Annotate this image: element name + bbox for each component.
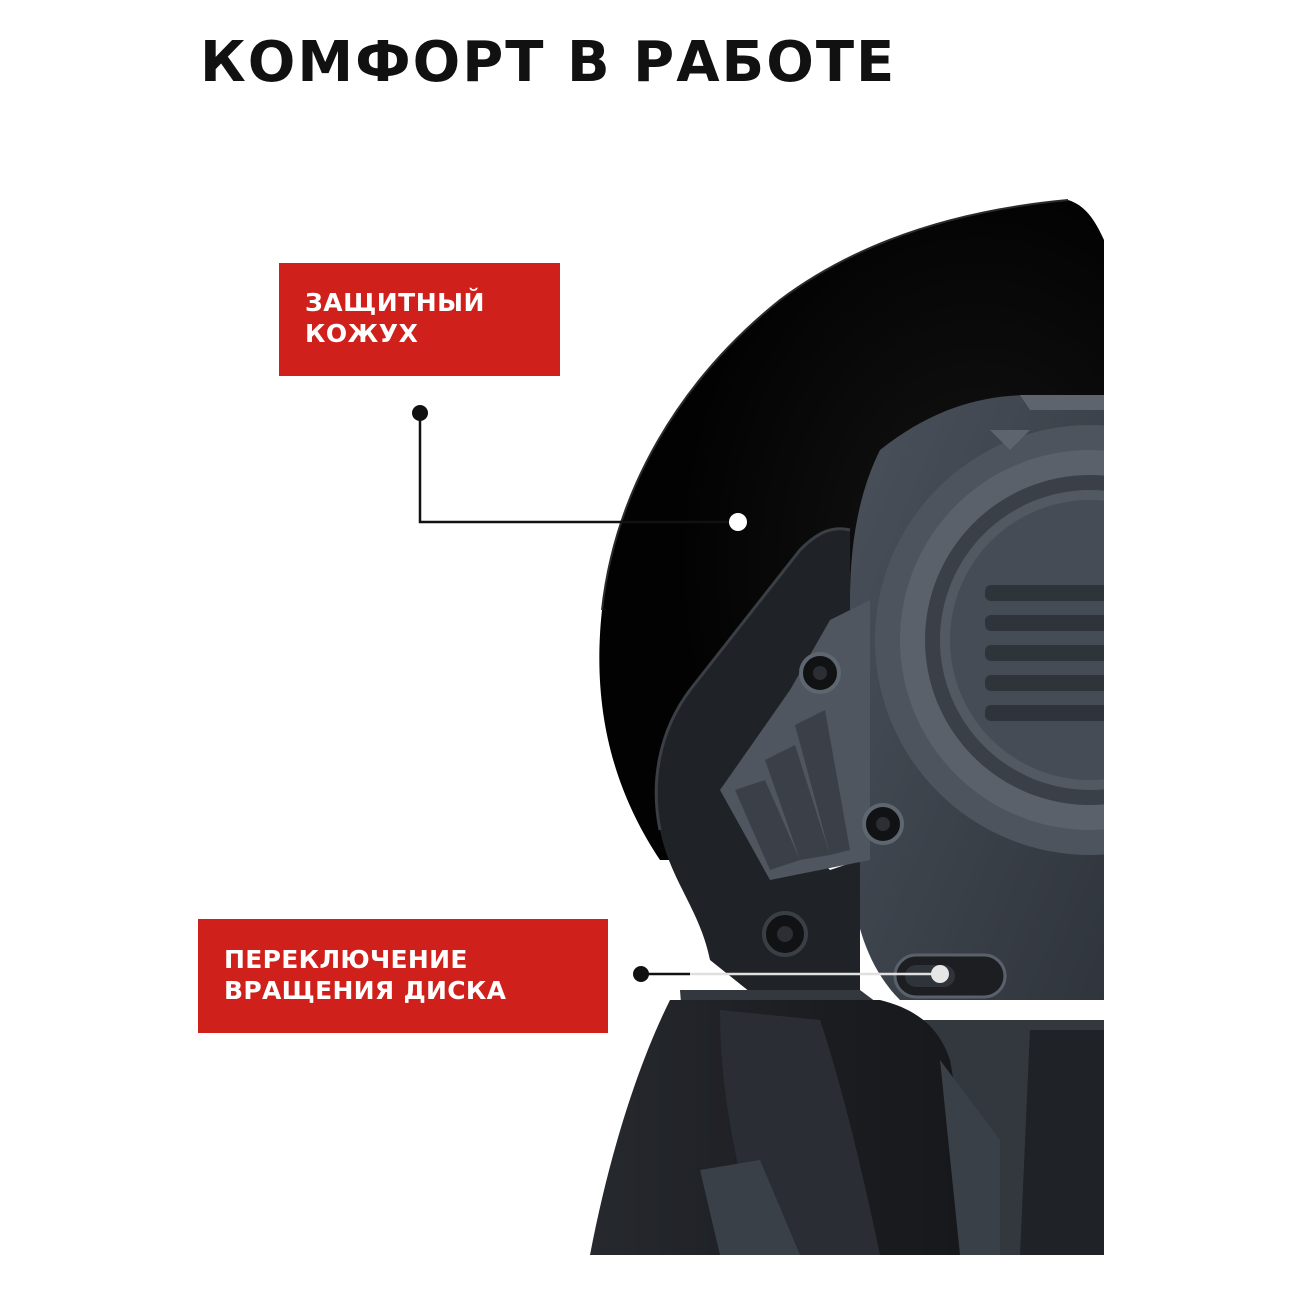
guard-label-line-2: КОЖУХ [305,319,419,348]
guard-callout-start-dot [412,405,428,421]
page-title: КОМФОРТ В РАБОТЕ [200,30,897,95]
screw-top [799,652,841,694]
side-ribs [735,710,850,870]
guard-callout-label: ЗАЩИТНЫЙ КОЖУХ [279,263,560,376]
guard-callout-line [412,405,747,531]
rotation-switch-callout-label: ПЕРЕКЛЮЧЕНИЕ ВРАЩЕНИЯ ДИСКА [198,919,608,1033]
switch-callout-end-dot [931,965,949,983]
switch-label-line-1: ПЕРЕКЛЮЧЕНИЕ [224,945,468,974]
vent-ribs [985,585,1104,721]
screw-middle [862,803,904,845]
screw-bottom [762,911,808,957]
switch-label-line-2: ВРАЩЕНИЯ ДИСКА [224,976,507,1005]
switch-callout-start-dot [633,966,649,982]
guard-callout-end-dot [729,513,747,531]
switch-callout-line [633,965,949,983]
guard-label-line-1: ЗАЩИТНЫЙ [305,288,485,317]
